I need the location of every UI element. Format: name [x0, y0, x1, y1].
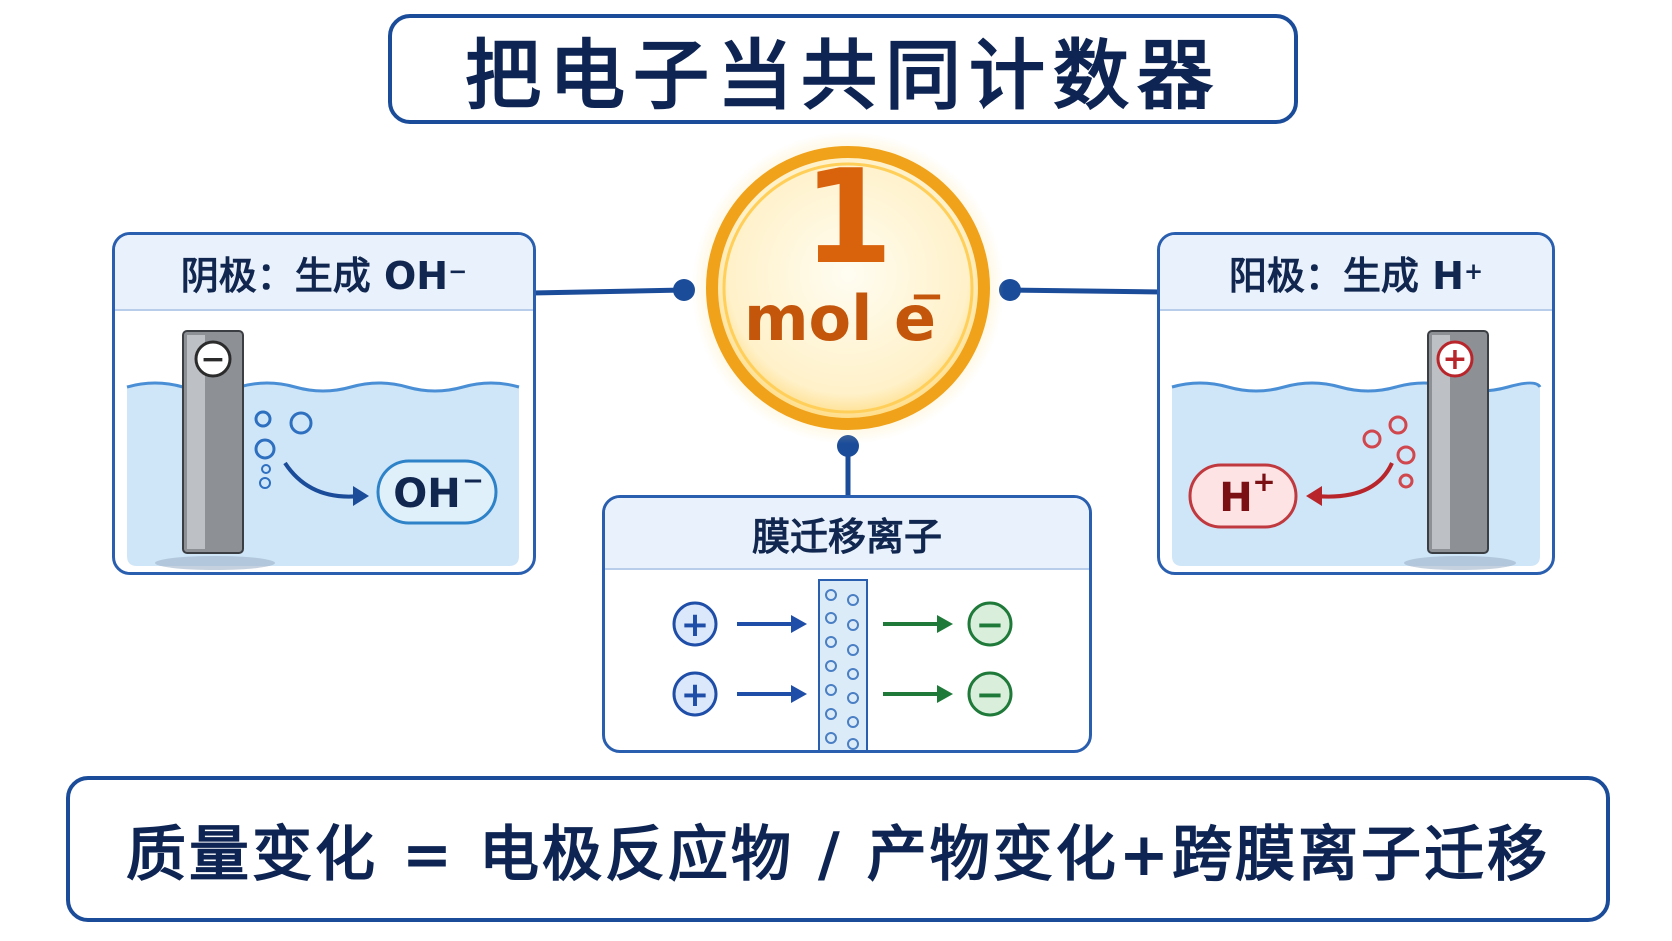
- electron-count: 1: [803, 141, 893, 293]
- anode-scene: + H +: [1171, 330, 1542, 570]
- anion-icon: [967, 601, 1013, 647]
- minus-icon: [194, 340, 232, 378]
- bubble-icon: [289, 411, 313, 435]
- cation-icon: [672, 671, 718, 717]
- cathode-scene: − OH −: [126, 330, 520, 570]
- bubble-icon: [1396, 445, 1416, 465]
- electron-charge: −: [909, 271, 944, 320]
- proton-label: H: [1219, 475, 1252, 521]
- electron-sun: 1 mol e −: [692, 132, 1004, 444]
- membrane-panel: 膜迁移离子 + − + −: [602, 495, 1092, 753]
- cathode-panel: 阴极：生成 OH− − OH −: [112, 232, 536, 575]
- bubble-icon: [259, 477, 271, 489]
- hydroxide-ion-charge: −: [462, 466, 484, 496]
- anode-panel: 阳极：生成 H+ + H +: [1157, 232, 1555, 575]
- cation-sign: +: [681, 675, 710, 715]
- page-title: 把电子当共同计数器: [465, 31, 1221, 120]
- formula-banner: 质量变化 = 电极反应物 / 产物变化+跨膜离子迁移: [66, 776, 1610, 922]
- anode-label-charge: +: [1463, 259, 1484, 285]
- anion-icon: [967, 671, 1013, 717]
- connector-dot-right: [999, 279, 1021, 301]
- proton-badge: [1188, 463, 1298, 529]
- cation-sign: +: [681, 605, 710, 645]
- electron-unit: mol e: [744, 282, 936, 355]
- bubble-icon: [1398, 473, 1414, 489]
- membrane-header: 膜迁移离子: [605, 498, 1089, 570]
- cathode-electrode-sign: −: [200, 342, 225, 377]
- bubble-icon: [1362, 429, 1382, 449]
- membrane-label: 膜迁移离子: [751, 514, 942, 559]
- anode-header: 阳极：生成 H+: [1160, 235, 1552, 311]
- anode-electrode-sign: +: [1442, 342, 1467, 377]
- bubble-icon: [254, 438, 276, 460]
- formula-text: 质量变化 = 电极反应物 / 产物变化+跨膜离子迁移: [125, 819, 1550, 890]
- proton-charge: +: [1252, 465, 1275, 498]
- membrane-scene: + − + −: [672, 579, 1013, 750]
- plus-icon: [1436, 340, 1474, 378]
- cathode-label-charge: −: [448, 259, 468, 285]
- bubble-icon: [261, 464, 271, 474]
- title-banner: 把电子当共同计数器: [388, 14, 1298, 124]
- connector-right: [1009, 287, 1163, 295]
- cathode-header: 阴极：生成 OH−: [115, 235, 533, 311]
- anode-label: 阳极：生成 H: [1228, 253, 1464, 298]
- connector-dot-left: [673, 279, 695, 301]
- cathode-arrow: [283, 461, 361, 499]
- connector-left: [531, 287, 685, 296]
- cathode-label: 阴极：生成 OH: [180, 253, 449, 298]
- cation-icon: [672, 601, 718, 647]
- anode-arrow: [1314, 462, 1394, 499]
- bubble-icon: [1388, 415, 1408, 435]
- anion-sign: −: [976, 605, 1005, 645]
- hydroxide-ion-label: OH: [393, 471, 460, 517]
- anion-sign: −: [976, 675, 1005, 715]
- bubble-icon: [254, 410, 272, 428]
- hydroxide-ion-badge: [376, 459, 498, 525]
